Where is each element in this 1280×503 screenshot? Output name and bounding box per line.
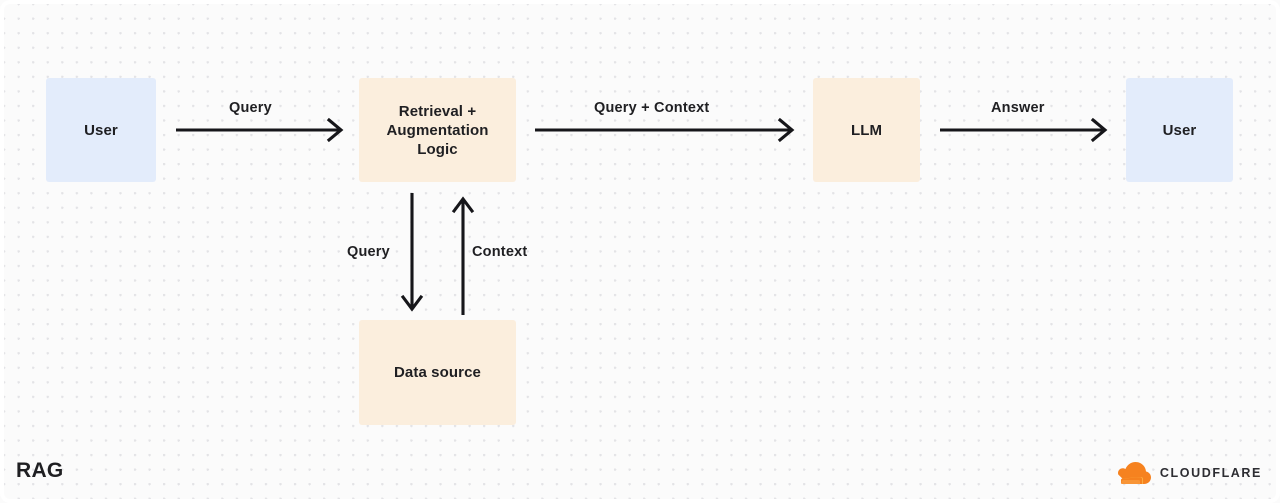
arrow-query-context-retrieval-to-llm bbox=[535, 117, 795, 143]
edge-label-answer: Answer bbox=[991, 100, 1045, 116]
node-llm[interactable]: LLM bbox=[813, 78, 920, 182]
node-retrieval-label-block: Retrieval + Augmentation Logic bbox=[386, 102, 488, 159]
edge-label-query-context: Query + Context bbox=[594, 100, 710, 116]
arrow-query-retrieval-to-data-source bbox=[400, 193, 424, 312]
edge-label-query-down: Query bbox=[347, 244, 390, 260]
cloudflare-cloud-icon bbox=[1117, 462, 1151, 484]
node-retrieval-label-line-3: Logic bbox=[417, 140, 458, 158]
node-user-right[interactable]: User bbox=[1126, 78, 1233, 182]
diagram-caption: RAG bbox=[16, 459, 64, 482]
cloudflare-wordmark: CLOUDFLARE bbox=[1159, 466, 1262, 480]
node-retrieval-augmentation-logic[interactable]: Retrieval + Augmentation Logic bbox=[359, 78, 516, 182]
node-data-source-label: Data source bbox=[394, 364, 481, 381]
node-user-left-label: User bbox=[84, 121, 118, 139]
node-retrieval-label-line-2: Augmentation bbox=[386, 121, 489, 139]
edge-label-context-up: Context bbox=[472, 244, 528, 260]
arrow-query-user-to-retrieval bbox=[176, 117, 344, 143]
node-llm-label: LLM bbox=[850, 121, 883, 139]
arrow-answer-llm-to-user bbox=[940, 117, 1108, 143]
arrow-context-data-source-to-retrieval bbox=[451, 196, 475, 315]
node-retrieval-label-line-1: Retrieval + bbox=[398, 102, 477, 120]
edge-label-query: Query bbox=[229, 100, 272, 116]
cloudflare-brand: CLOUDFLARE bbox=[1117, 462, 1262, 484]
node-user-right-label: User bbox=[1162, 121, 1197, 139]
node-user-left[interactable]: User bbox=[46, 78, 156, 182]
node-data-source[interactable]: Data source bbox=[359, 320, 516, 425]
